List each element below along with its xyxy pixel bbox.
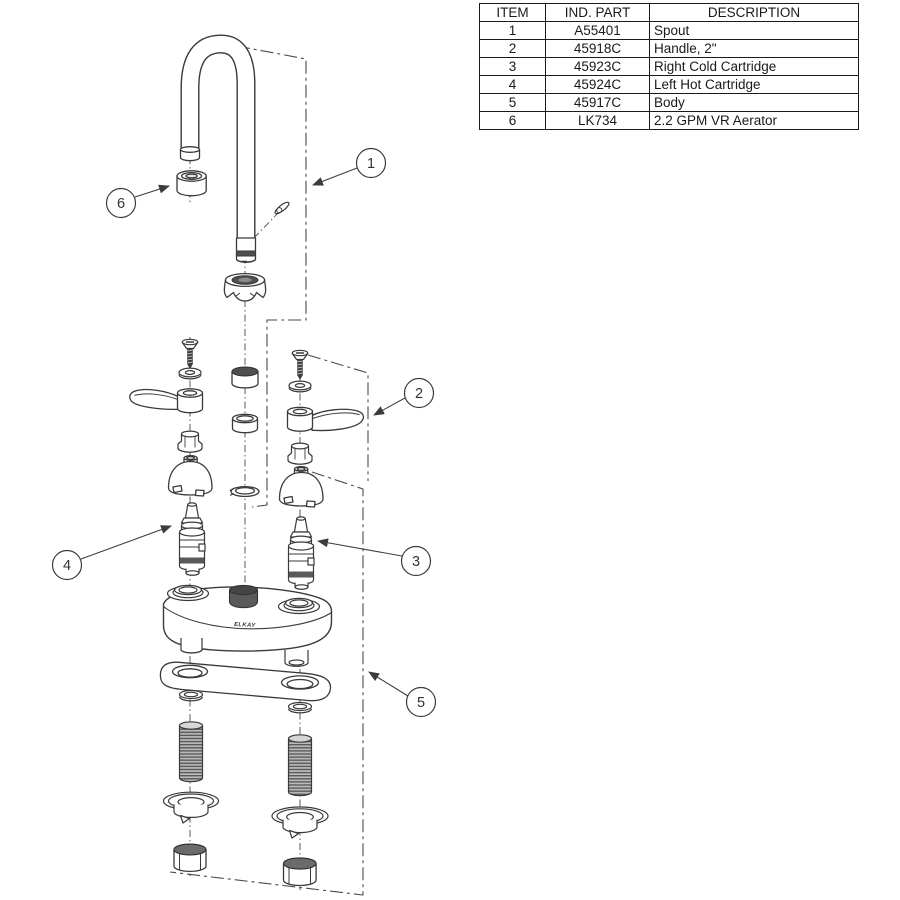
callout-leaders: [80, 167, 409, 697]
callout-1: 1: [355, 147, 387, 179]
right-handle-assembly: [278, 349, 365, 508]
table-row: 5 45917C Body: [479, 93, 859, 112]
left-hex-nut: [173, 843, 207, 873]
callout-3: 3: [400, 545, 432, 577]
leader-6: [134, 184, 170, 198]
table-row: 1 A55401 Spout: [479, 21, 859, 40]
centerlines: [189, 157, 301, 890]
right-handle-screw: [291, 349, 309, 380]
aerator: [176, 170, 207, 197]
svg-text:3: 3: [412, 554, 420, 570]
parts-table-header: ITEM IND. PART DESCRIPTION: [479, 3, 859, 22]
svg-text:1: 1: [367, 156, 375, 172]
callout-4: 4: [51, 549, 83, 581]
spout-group-boundary: [236, 45, 307, 508]
spout-bearing-ring: [231, 366, 259, 389]
description-cell: Right Cold Cartridge: [649, 57, 859, 76]
right-lock-washer: [271, 806, 329, 839]
right-handle-washer: [288, 380, 312, 393]
description-cell: Handle, 2": [649, 39, 859, 58]
callout-5: 5: [405, 686, 437, 718]
callout-balloons: 1 2 3 4 5 6: [51, 147, 437, 718]
right-hex-nut: [282, 857, 317, 887]
spout-nut: [223, 272, 267, 302]
left-shank-hardware: [162, 689, 220, 873]
spout-slip-washer: [229, 485, 260, 498]
table-row: 6 LK734 2.2 GPM VR Aerator: [479, 111, 859, 130]
left-threaded-shank: [178, 721, 204, 783]
right-cold-cartridge: [287, 516, 315, 590]
leader-1: [312, 167, 358, 186]
right-shank-hardware: [271, 701, 329, 887]
right-flat-washer: [287, 701, 313, 714]
left-bonnet-nut: [177, 430, 203, 453]
body-left-stub: [180, 638, 203, 654]
right-threaded-shank: [287, 734, 313, 797]
right-bonnet-nut: [287, 442, 313, 465]
left-handle-screw: [181, 338, 199, 369]
leader-2: [373, 397, 406, 416]
part-cell: 45918C: [545, 39, 650, 58]
description-cell: Spout: [649, 21, 859, 40]
callout-6: 6: [105, 187, 137, 219]
spout-outlet: [179, 146, 201, 162]
body-right-stub: [284, 650, 309, 667]
svg-text:4: 4: [63, 558, 71, 574]
body-spout-mount: [228, 584, 259, 609]
mounting-plate: [159, 661, 332, 702]
spout-spacer-ring: [231, 413, 259, 434]
spout-pin: [274, 201, 290, 215]
description-cell: 2.2 GPM VR Aerator: [649, 111, 859, 130]
callout-2: 2: [403, 377, 435, 409]
svg-text:6: 6: [117, 196, 125, 212]
left-hot-cartridge: [178, 502, 206, 576]
body-logo: ELKAY: [234, 622, 256, 629]
right-escutcheon: [278, 466, 324, 508]
parts-table: ITEM IND. PART DESCRIPTION 1 A55401 Spou…: [479, 3, 859, 130]
pin-centerline: [250, 211, 280, 242]
leader-5: [368, 671, 409, 697]
table-row: 3 45923C Right Cold Cartridge: [479, 57, 859, 76]
spout-lower-end: [235, 237, 257, 263]
spout: [179, 34, 290, 263]
left-handle-washer: [178, 367, 202, 380]
body-left-port: [166, 584, 210, 602]
left-handle: [129, 388, 204, 414]
leader-3: [317, 538, 403, 557]
faucet-body: ELKAY: [162, 584, 333, 667]
group-boundary-lines: [169, 45, 369, 896]
table-row: 4 45924C Left Hot Cartridge: [479, 75, 859, 94]
svg-text:5: 5: [417, 695, 425, 711]
body-right-port: [277, 597, 321, 615]
svg-text:2: 2: [415, 386, 423, 402]
left-lock-washer: [162, 791, 220, 824]
left-escutcheon: [167, 455, 213, 497]
left-flat-washer: [178, 689, 204, 702]
body-group-boundary: [169, 471, 364, 896]
right-handle: [286, 406, 365, 432]
leader-4: [80, 525, 172, 560]
header-row: ITEM IND. PART DESCRIPTION: [479, 3, 859, 22]
left-handle-assembly: [129, 338, 213, 497]
